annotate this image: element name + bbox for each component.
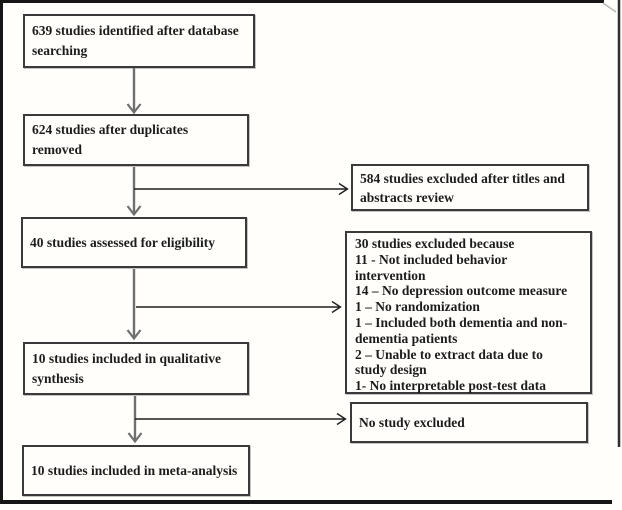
excluded-reason-item: 2 – Unable to extract data due to study … [355, 346, 543, 378]
arrow-branch-to-no-study-excluded [135, 412, 347, 426]
box-excluded-titles-abstracts: 584 studies excluded after titles and ab… [351, 164, 589, 211]
excluded-reason-item: 14 – No depression outcome measure [355, 283, 568, 299]
arrow-branch-to-excluded-titles [134, 182, 349, 196]
box-duplicates-removed-text: 624 studies after duplicates removed [32, 122, 189, 157]
excluded-reason-item: 1 – No randomization [355, 299, 480, 315]
box-qualitative-synthesis: 10 studies included in qualitative synth… [23, 342, 249, 395]
box-no-study-excluded: No study excluded [350, 402, 588, 443]
box-duplicates-removed: 624 studies after duplicates removed [23, 114, 249, 166]
arrow-duplicates-to-assessed [126, 167, 142, 217]
box-meta-analysis: 10 studies included in meta-analysis [22, 445, 250, 496]
arrow-identified-to-duplicates [126, 68, 142, 115]
box-assessed-eligibility-text: 40 studies assessed for eligibility [30, 234, 216, 250]
box-studies-identified: 639 studies identified after database se… [23, 14, 255, 68]
excluded-reason-item: 1- No interpretable post-test data [355, 378, 546, 394]
box-qualitative-synthesis-text: 10 studies included in qualitative synth… [32, 350, 222, 386]
arrow-assessed-to-qualitative [126, 269, 142, 341]
excluded-reason-item: 11 - Not included behavior intervention [355, 251, 508, 283]
excluded-reason-item: 1 – Included both dementia and non-demen… [355, 314, 568, 346]
box-studies-identified-text: 639 studies identified after database se… [32, 23, 239, 58]
arrow-branch-to-excluded-reasons [136, 300, 342, 314]
box-assessed-eligibility: 40 studies assessed for eligibility [21, 217, 247, 268]
box-no-study-excluded-text: No study excluded [359, 414, 465, 430]
box-meta-analysis-text: 10 studies included in meta-analysis [31, 462, 238, 478]
box-excluded-full-text-reasons: 30 studies excluded because 11 - Not inc… [345, 231, 592, 394]
excluded-reasons-title: 30 studies excluded because [355, 236, 515, 251]
arrow-qualitative-to-meta [127, 396, 143, 444]
box-excluded-titles-abstracts-text: 584 studies excluded after titles and ab… [360, 170, 565, 205]
